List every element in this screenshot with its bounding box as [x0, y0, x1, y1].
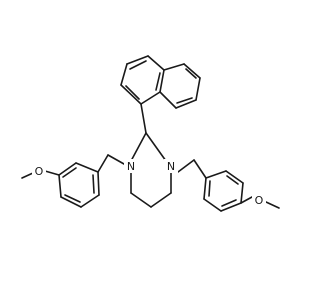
double-bond-inner: [221, 199, 237, 207]
double-bond-inner: [208, 180, 211, 197]
bond: [97, 154, 109, 173]
bond: [130, 132, 147, 162]
pyrimidine-ring: [130, 132, 172, 208]
double-bond-inner: [64, 194, 81, 203]
bond: [163, 63, 185, 71]
atom-label-o2: O: [252, 193, 266, 207]
bond: [203, 177, 207, 200]
bond: [159, 69, 165, 93]
bond: [240, 182, 244, 204]
bond: [145, 132, 167, 162]
naphthalene-ring-b: [159, 63, 201, 109]
bond: [44, 170, 60, 176]
left-benzyl-group: [21, 154, 125, 208]
double-bond-inner: [226, 175, 239, 185]
bond: [205, 170, 227, 179]
double-bond-inner: [185, 68, 197, 79]
bond: [58, 174, 62, 198]
bond: [225, 170, 244, 184]
atom-label-n2: N: [164, 159, 178, 173]
atom-label-n1: N: [124, 159, 138, 173]
double-bond-inner: [62, 167, 77, 178]
bond: [21, 172, 34, 179]
bond: [120, 84, 142, 105]
structure-diagram: N N O O: [21, 55, 280, 212]
bond: [58, 162, 77, 176]
bond: [75, 162, 99, 173]
molecule-canvas: N N O O: [21, 55, 280, 212]
bond: [107, 154, 125, 165]
bond: [193, 159, 207, 179]
bond: [240, 196, 253, 204]
double-bond-inner: [155, 72, 161, 91]
bond: [175, 99, 197, 109]
naphthalene-ring-a: [120, 55, 165, 105]
bond: [220, 202, 242, 212]
bond: [97, 171, 100, 196]
bond: [147, 55, 165, 71]
bond: [265, 201, 280, 209]
bond: [150, 192, 172, 208]
double-bond-inner: [125, 85, 140, 100]
bond: [80, 194, 100, 208]
bond: [140, 103, 147, 134]
atom-n2-text: N: [167, 160, 175, 173]
atom-n1-text: N: [127, 160, 135, 173]
bond: [140, 91, 161, 105]
bond: [120, 63, 128, 86]
right-benzyl-group: [177, 159, 280, 212]
bond: [130, 192, 152, 208]
atom-o1-text: O: [35, 165, 44, 178]
double-bond-inner: [129, 60, 147, 70]
bond: [126, 55, 149, 65]
atom-label-o1: O: [32, 164, 46, 178]
atom-o2-text: O: [255, 194, 264, 207]
double-bond-inner: [176, 97, 193, 104]
bond: [183, 63, 201, 79]
bond: [195, 77, 201, 101]
bond: [177, 159, 195, 173]
bond: [159, 91, 177, 109]
double-bond-inner: [92, 174, 95, 194]
bond: [203, 198, 222, 212]
bond: [60, 196, 82, 208]
